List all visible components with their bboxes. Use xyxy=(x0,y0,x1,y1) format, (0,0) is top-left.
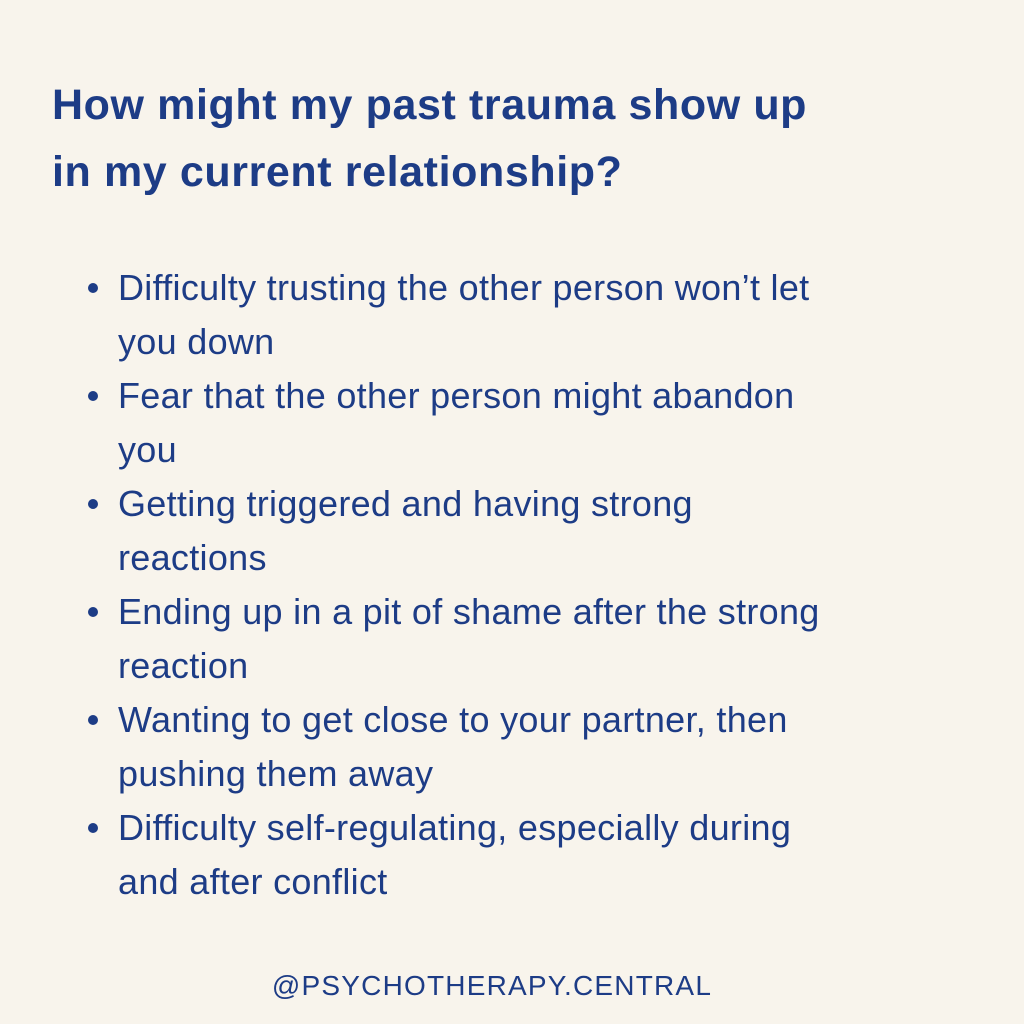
bullet-icon xyxy=(88,283,98,293)
item-text: Getting triggered and having strong xyxy=(118,483,693,524)
item-text: Fear that the other person might abandon xyxy=(118,375,795,416)
bullet-icon xyxy=(88,823,98,833)
list-item: Difficulty trusting the other person won… xyxy=(88,261,820,369)
item-text: pushing them away xyxy=(118,753,434,794)
list-item: Getting triggered and having strong react… xyxy=(88,477,820,585)
bullet-icon xyxy=(88,391,98,401)
item-text: Ending up in a pit of shame after the st… xyxy=(118,591,820,632)
item-text: Difficulty self-regulating, especially d… xyxy=(118,807,792,848)
list-item: Ending up in a pit of shame after the st… xyxy=(88,585,820,693)
list-item: Wanting to get close to your partner, th… xyxy=(88,693,820,801)
item-text: you xyxy=(118,429,177,470)
item-text: Difficulty trusting the other person won… xyxy=(118,267,810,308)
item-text: you down xyxy=(118,321,275,362)
item-text: reactions xyxy=(118,537,267,578)
item-text: Wanting to get close to your partner, th… xyxy=(118,699,788,740)
list-item: Difficulty self-regulating, especially d… xyxy=(88,801,820,909)
list-item: Fear that the other person might abandon… xyxy=(88,369,820,477)
item-text: reaction xyxy=(118,645,249,686)
item-text: and after conflict xyxy=(118,861,388,902)
title-line: How might my past trauma show up xyxy=(52,81,808,129)
footer-handle: @PSYCHOTHERAPY.CENTRAL xyxy=(271,970,713,1001)
bullet-icon xyxy=(88,715,98,725)
page-title: How might my past trauma show up in my c… xyxy=(52,72,807,206)
trauma-signs-list: Difficulty trusting the other person won… xyxy=(88,261,820,909)
bullet-icon xyxy=(88,499,98,509)
title-line: in my current relationship? xyxy=(52,148,623,196)
bullet-icon xyxy=(88,607,98,617)
